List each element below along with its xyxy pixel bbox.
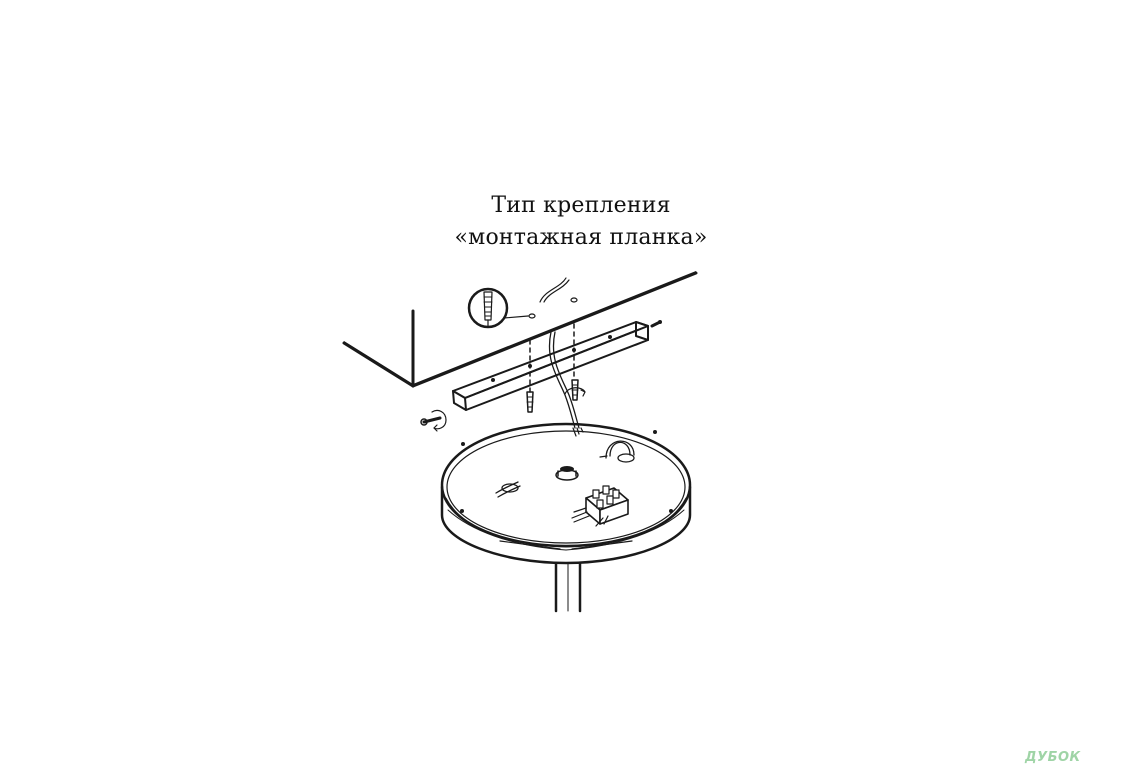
ceiling-panel (342, 271, 698, 388)
dowel-callout-icon (467, 287, 529, 329)
lamp-base (440, 422, 692, 565)
screw-icon-middle (564, 379, 586, 401)
screw-icon-left (526, 387, 534, 413)
mounting-bar (452, 321, 649, 411)
lamp-rod (554, 561, 582, 613)
screw-icon-right (650, 320, 662, 328)
terminal-block-icon (571, 485, 629, 527)
diagram-title-line-1: Тип крепления (491, 193, 671, 218)
center-nut-icon (555, 466, 579, 481)
wire-loop-right (599, 440, 635, 463)
wire-loop-left (495, 481, 521, 498)
brand-watermark: ДУБОК (1025, 750, 1125, 768)
diagram-title-line-2: «монтажная планка» (454, 225, 708, 250)
watermark-brand: ДУБОК (1025, 750, 1081, 765)
side-bolt-icon (420, 409, 447, 432)
